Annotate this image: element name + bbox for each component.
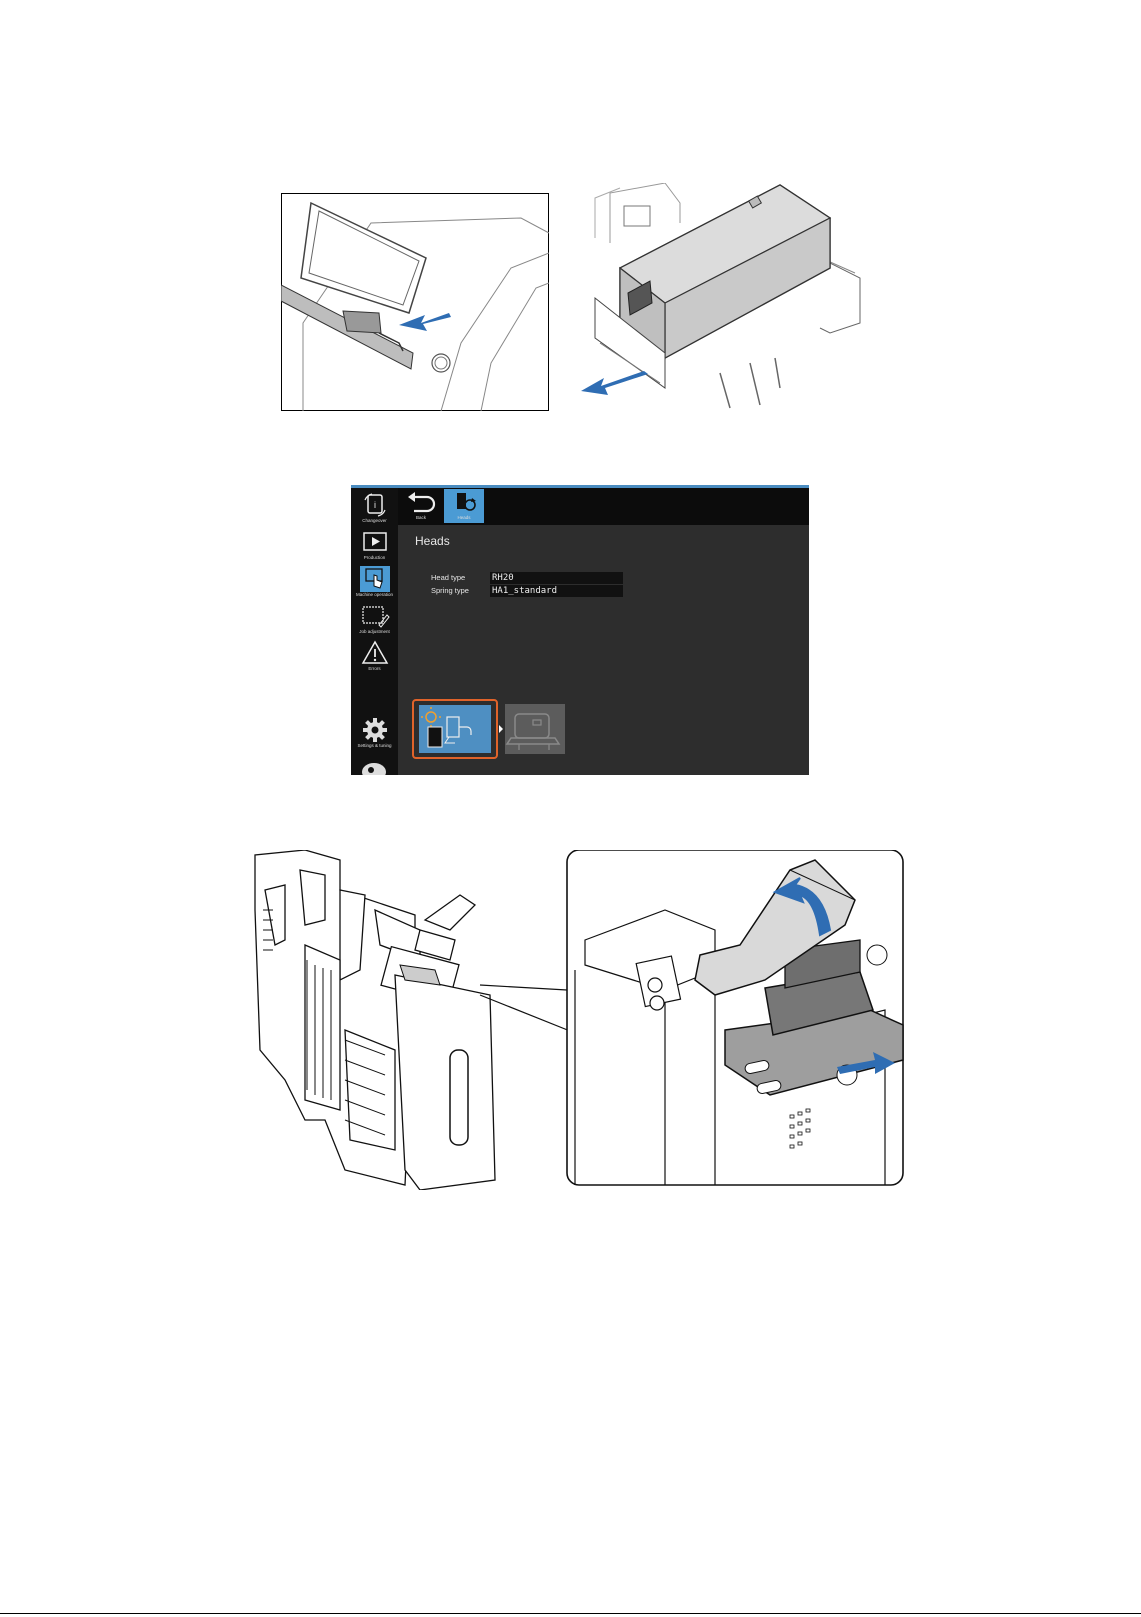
back-arrow-icon (401, 489, 441, 515)
field-label: Spring type (431, 586, 469, 595)
head-exchange-icon (419, 705, 491, 753)
lever-detail-illustration (281, 193, 549, 411)
play-icon (360, 529, 390, 555)
back-button-label: Back (401, 515, 441, 520)
sidebar-item-label: Job adjustment (351, 629, 398, 635)
changeover-icon: i (360, 492, 390, 518)
gear-icon (360, 717, 390, 743)
sidebar-item-settings-tuning[interactable]: Settings & tuning (351, 717, 398, 749)
hand-touch-icon (360, 566, 390, 592)
sidebar-item-machine-operation[interactable]: Machine operation (351, 566, 398, 598)
heads-screen: i Changeover Production Machine operatio… (351, 485, 809, 775)
head-assembly-illustration (245, 850, 905, 1190)
heads-exchange-tile[interactable] (412, 699, 498, 759)
sidebar-item-label: Production (351, 555, 398, 561)
head-rotate-icon (444, 489, 484, 515)
pull-arrow (581, 371, 648, 395)
head-unit-tile[interactable] (505, 704, 565, 754)
head-unit-icon (505, 704, 565, 754)
page-title: Heads (415, 534, 450, 548)
field-value: RH20 (490, 572, 623, 584)
edit-icon (360, 603, 390, 629)
sidebar-item-job-adjustment[interactable]: Job adjustment (351, 603, 398, 635)
toolbar: Back Heads (398, 488, 809, 525)
page-bottom-rule (0, 1613, 1141, 1614)
heads-tab-button[interactable]: Heads (444, 489, 484, 523)
sidebar-item-production[interactable]: Production (351, 529, 398, 561)
field-label: Head type (431, 573, 465, 582)
back-button[interactable]: Back (401, 489, 441, 523)
svg-text:i: i (374, 500, 376, 510)
wrench-icon[interactable] (360, 758, 388, 775)
sidebar-item-label: Machine operation (351, 592, 398, 598)
sidebar-item-label: Errors (351, 666, 398, 672)
field-value: HA1_standard (490, 585, 623, 597)
sidebar-item-changeover[interactable]: i Changeover (351, 492, 398, 524)
sidebar-item-label: Settings & tuning (351, 743, 398, 749)
chevron-right-icon (498, 725, 504, 733)
sidebar-item-label: Changeover (351, 518, 398, 524)
sidebar: i Changeover Production Machine operatio… (351, 488, 398, 775)
sidebar-item-errors[interactable]: Errors (351, 640, 398, 672)
heads-tab-label: Heads (444, 515, 484, 520)
machine-pullout-illustration (580, 183, 898, 413)
warning-icon (360, 640, 390, 666)
